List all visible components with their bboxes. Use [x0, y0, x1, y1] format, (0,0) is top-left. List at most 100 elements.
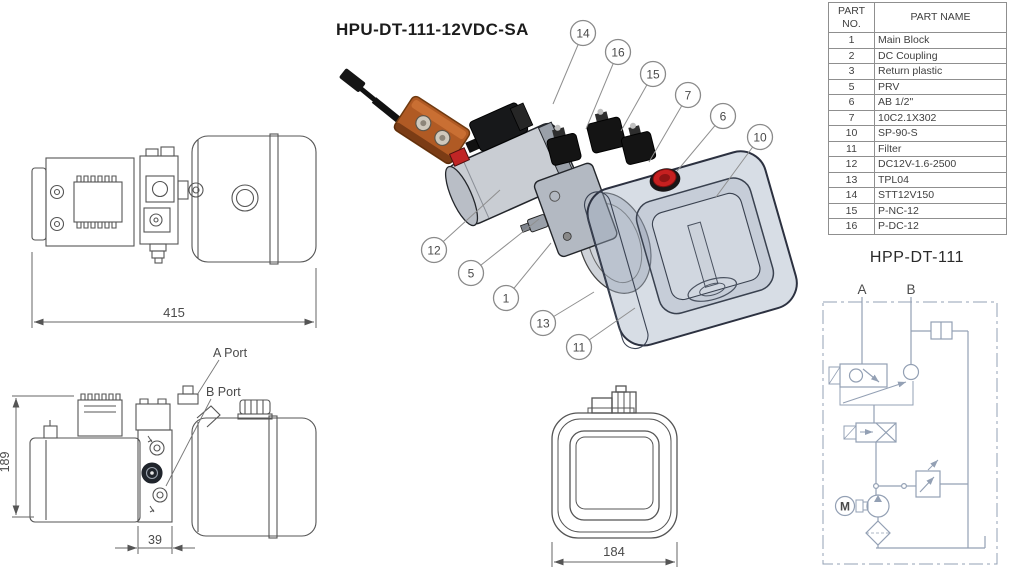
part-name-cell: TPL04: [874, 171, 1007, 188]
dim-415-label: 415: [163, 305, 185, 320]
part-name-cell: Filter: [874, 140, 1007, 157]
part-no-cell: 15: [828, 202, 875, 219]
side-view-top: 415: [31, 133, 317, 328]
callout-balloon-1: [492, 284, 520, 312]
schematic-port-b: B: [906, 282, 915, 297]
part-no-cell: 7: [828, 109, 875, 126]
callout-balloons: 14 16 15 7 6 10 12 5 1 13 11: [420, 19, 774, 361]
callout-balloon-10: [746, 123, 774, 151]
callout-balloon-13: [529, 309, 557, 337]
callout-number-7: 7: [685, 89, 692, 103]
schematic-port-a: A: [857, 282, 866, 297]
part-no-cell: 13: [828, 171, 875, 188]
motor-m-label: M: [840, 500, 850, 514]
dim-184-label: 184: [603, 544, 625, 559]
callout-leader-12: [433, 189, 501, 251]
parts-table-header-no: PART NO.: [828, 2, 875, 33]
callout-leader-16: [585, 51, 619, 130]
port-fitting: [519, 214, 549, 233]
part-no-cell: 1: [828, 32, 875, 49]
part-name-cell: P-DC-12: [874, 218, 1007, 235]
callout-balloon-12: [420, 236, 448, 264]
model-number: HPP-DT-111: [869, 249, 965, 266]
parts-table-header-name: PART NAME: [874, 2, 1007, 33]
part-name-cell: DC Coupling: [874, 47, 1007, 64]
callout-leader-5: [470, 218, 540, 274]
part-name-cell: P-NC-12: [874, 202, 1007, 219]
solenoid-coil-1: [546, 124, 582, 166]
a-port-label: A Port: [213, 346, 248, 360]
part-no-cell: 16: [828, 218, 875, 235]
suction-tube: [687, 221, 719, 288]
solenoid-coil-2: [586, 108, 627, 154]
part-no-cell: 2: [828, 47, 875, 64]
callout-balloon-15: [639, 60, 667, 88]
filter-symbol: [865, 517, 891, 548]
part-name-cell: PRV: [874, 78, 1007, 95]
b-port-label: B Port: [206, 385, 241, 399]
part-name-cell: Return plastic: [874, 63, 1007, 80]
filler-cap: [649, 168, 681, 192]
a-port-leader: [196, 359, 220, 396]
part-name-cell: AB 1/2": [874, 94, 1007, 111]
part-name-cell: SP-90-S: [874, 125, 1007, 142]
part-no-cell: 12: [828, 156, 875, 173]
callout-number-14: 14: [576, 27, 590, 41]
callout-number-5: 5: [468, 267, 475, 281]
part-no-cell: 11: [828, 140, 875, 157]
callout-number-16: 16: [611, 46, 625, 60]
callout-number-10: 10: [753, 131, 767, 145]
callout-number-11: 11: [573, 341, 586, 355]
callout-balloon-11: [565, 333, 593, 361]
pendant-cable: [339, 68, 403, 124]
oil-tank: [583, 150, 798, 350]
relief-valve-symbol: [915, 459, 968, 498]
part-name-cell: STT12V150: [874, 187, 1007, 204]
motor-terminal-red: [448, 147, 471, 167]
part-name-cell: DC12V-1.6-2500: [874, 156, 1007, 173]
dim-189-label: 189: [0, 452, 12, 473]
dimension-overall-length: [31, 252, 317, 328]
isometric-assembly: [339, 68, 798, 350]
callout-balloon-5: [457, 259, 485, 287]
filler-cap-side: [237, 399, 273, 420]
part-no-cell: 5: [828, 78, 875, 95]
dimension-overall-height: [12, 395, 74, 518]
hydraulic-schematic: A B: [822, 282, 998, 565]
remote-pendant: [393, 95, 471, 165]
callout-balloon-16: [604, 38, 632, 66]
b-port-leader: [165, 398, 212, 487]
callout-balloon-14: [569, 19, 597, 47]
drawing-title: HPU-DT-111-12VDC-SA: [336, 20, 529, 39]
part-no-cell: 14: [828, 187, 875, 204]
callout-number-15: 15: [646, 68, 660, 82]
directional-valve-symbol: [828, 363, 914, 406]
callout-number-1: 1: [503, 292, 510, 306]
callout-number-13: 13: [536, 317, 550, 331]
dimension-valve-width: [115, 526, 195, 554]
callout-number-12: 12: [427, 244, 441, 258]
valve-block: [533, 162, 618, 258]
solenoid-valve-symbol: [843, 422, 897, 443]
callout-balloon-7: [674, 81, 702, 109]
dim-39-label: 39: [148, 533, 162, 547]
part-no-cell: 3: [828, 63, 875, 80]
tank-rear-view: 184: [551, 385, 678, 567]
callout-number-6: 6: [720, 110, 727, 124]
part-name-cell: 10C2.1X302: [874, 109, 1007, 126]
